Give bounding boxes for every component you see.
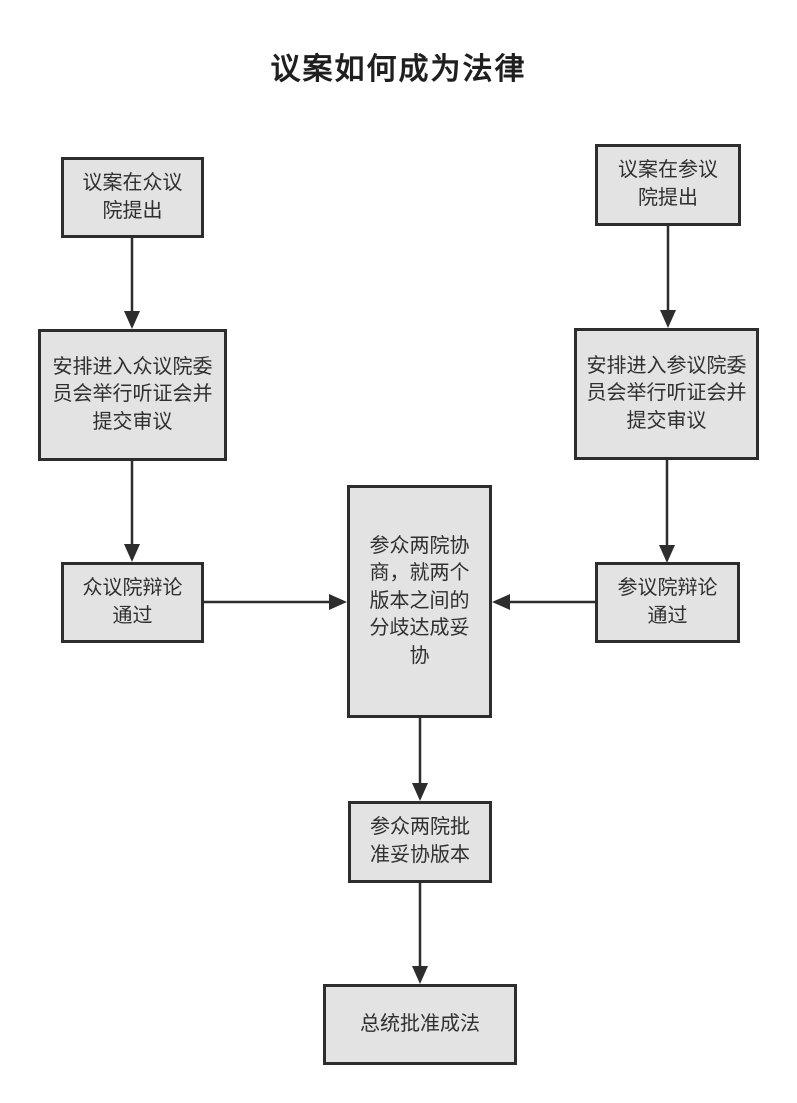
- node-senate-committee: 安排进入参议院委 员会举行听证会并 提交审议: [574, 328, 759, 460]
- arrow-house-intro-to-committee: [124, 238, 140, 329]
- node-senate-committee-label: 安排进入参议院委 员会举行听证会并 提交审议: [586, 354, 747, 432]
- node-house-debate-label: 众议院辩论 通过: [82, 576, 183, 627]
- arrow-house-committee-to-debate: [124, 461, 140, 562]
- page-title: 议案如何成为法律: [270, 53, 527, 86]
- arrow-senate-debate-to-conference: [492, 594, 595, 610]
- node-house-intro: 议案在众议 院提出: [61, 157, 204, 238]
- node-approve-version-label: 参众两院批 准妥协版本: [370, 816, 470, 866]
- arrow-house-debate-to-conference: [204, 594, 347, 610]
- node-senate-intro-label: 议案在参议 院提出: [618, 159, 718, 209]
- node-senate-debate: 参议院辩论 通过: [595, 562, 740, 643]
- node-president-sign-label: 总统批准成法: [360, 1012, 480, 1035]
- node-conference-committee-label: 参众两院协 商，就两个 版本之间的 分歧达成妥 协: [369, 534, 470, 667]
- arrow-approve-to-president: [412, 883, 428, 984]
- arrow-conference-to-approve: [412, 718, 428, 801]
- node-house-intro-label: 议案在众议 院提出: [82, 171, 183, 222]
- arrow-senate-intro-to-committee: [660, 226, 676, 328]
- node-conference-committee: 参众两院协 商，就两个 版本之间的 分歧达成妥 协: [347, 485, 492, 718]
- node-house-debate: 众议院辩论 通过: [61, 562, 204, 643]
- node-approve-version: 参众两院批 准妥协版本: [348, 801, 492, 883]
- arrow-senate-committee-to-debate: [659, 460, 675, 563]
- node-house-committee-label: 安排进入众议院委 员会举行听证会并 提交审议: [52, 355, 213, 433]
- node-house-committee: 安排进入众议院委 员会举行听证会并 提交审议: [38, 329, 227, 461]
- node-senate-intro: 议案在参议 院提出: [595, 144, 741, 226]
- node-senate-debate-label: 参议院辩论 通过: [617, 576, 718, 627]
- node-president-sign: 总统批准成法: [323, 984, 517, 1065]
